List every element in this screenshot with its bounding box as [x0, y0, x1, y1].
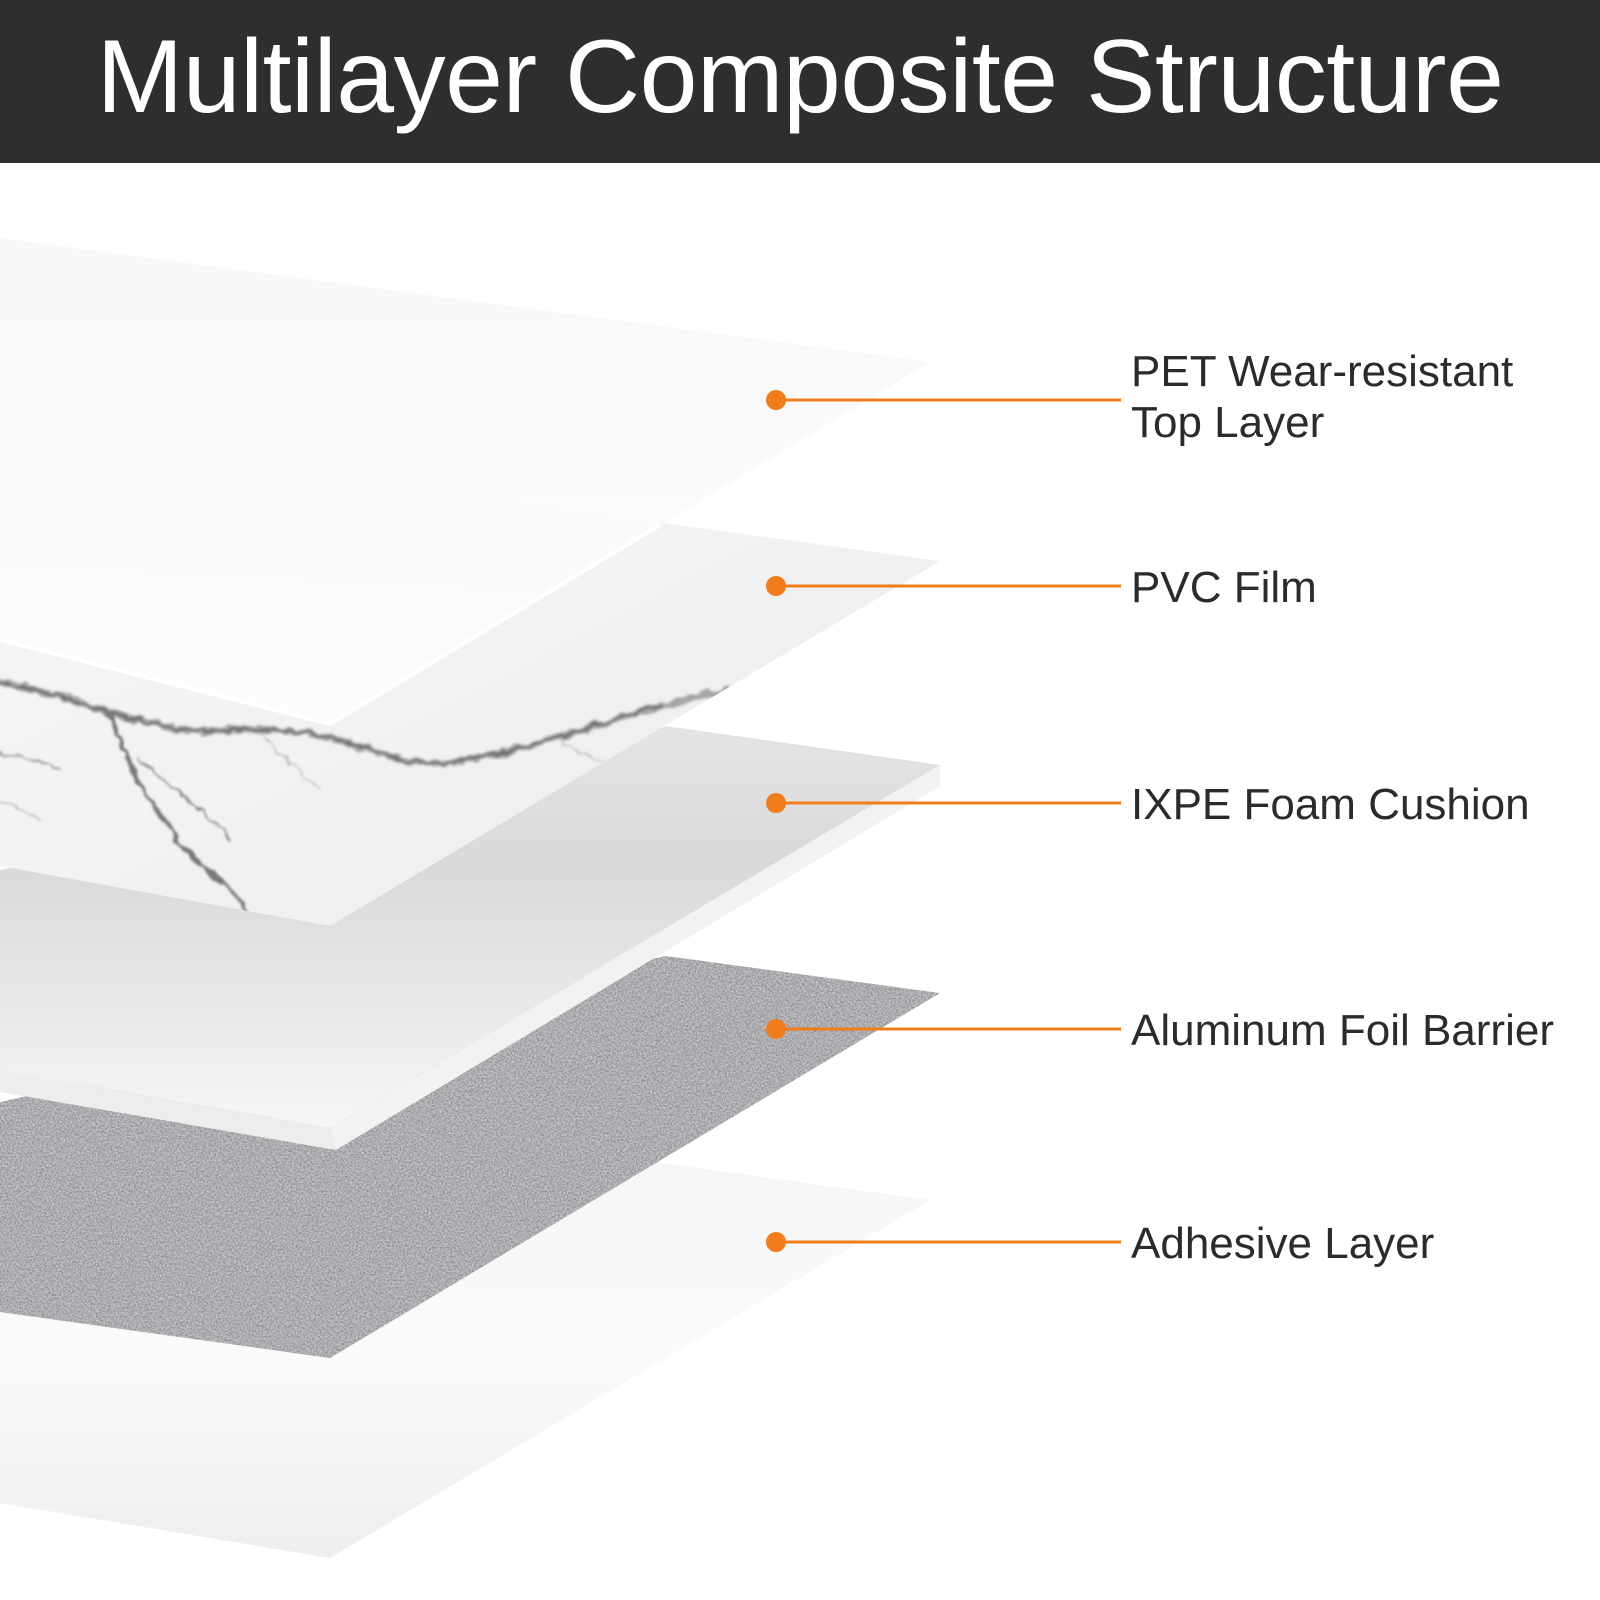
label-line: Aluminum Foil Barrier — [1131, 1006, 1554, 1055]
pet-top-layer-sheet — [0, 238, 930, 727]
label-line: Adhesive Layer — [1131, 1219, 1435, 1268]
callout-dot — [766, 390, 786, 410]
callout-dot — [766, 1232, 786, 1252]
label-pet-layer: PET Wear-resistant Top Layer — [1131, 346, 1513, 448]
label-line: Top Layer — [1131, 398, 1325, 447]
callout-pet — [766, 390, 1121, 410]
callout-pvc — [766, 576, 1121, 596]
label-line: IXPE Foam Cushion — [1131, 780, 1530, 829]
page-title: Multilayer Composite Structure — [96, 18, 1504, 135]
callout-dot — [766, 793, 786, 813]
label-ixpe-layer: IXPE Foam Cushion — [1131, 779, 1530, 830]
callout-dot — [766, 1019, 786, 1039]
label-foil-layer: Aluminum Foil Barrier — [1131, 1005, 1554, 1056]
label-line: PVC Film — [1131, 563, 1317, 612]
label-line: PET Wear-resistant — [1131, 347, 1514, 396]
header-bar: Multilayer Composite Structure — [0, 0, 1600, 163]
callout-dot — [766, 576, 786, 596]
label-adhesive-layer: Adhesive Layer — [1131, 1218, 1434, 1269]
label-pvc-layer: PVC Film — [1131, 562, 1317, 613]
callout-ixpe — [766, 793, 1121, 813]
callout-foil — [766, 1019, 1121, 1039]
callout-adhesive — [766, 1232, 1121, 1252]
